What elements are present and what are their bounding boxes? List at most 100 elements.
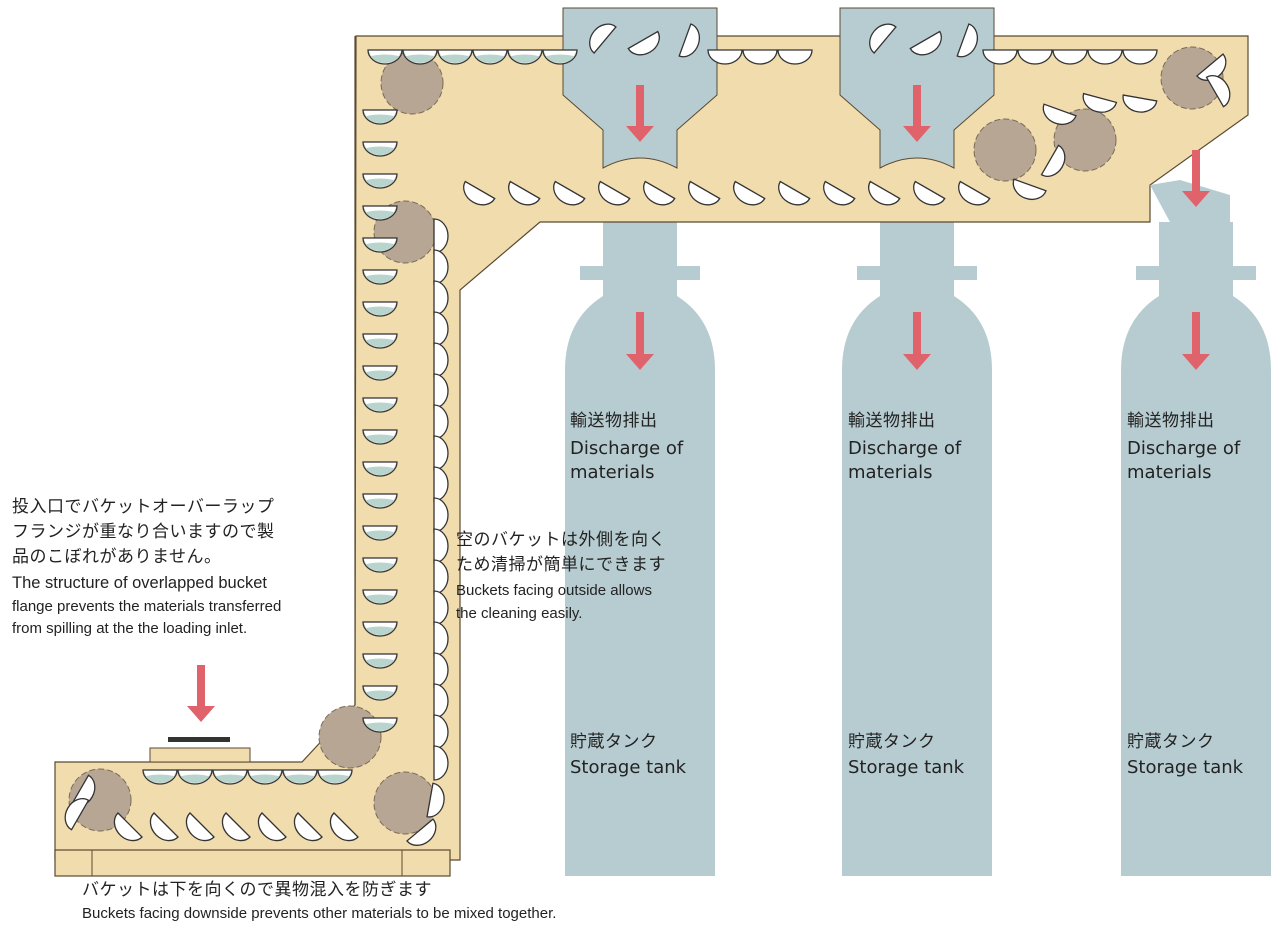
bucket-material bbox=[364, 111, 396, 123]
bucket bbox=[221, 812, 251, 842]
bucket bbox=[742, 49, 778, 65]
arrow-shaft bbox=[913, 85, 921, 128]
bucket-body bbox=[688, 180, 721, 206]
bucket-material bbox=[214, 771, 246, 783]
tank-1-discharge-en-2: materials bbox=[570, 462, 655, 483]
tank-1-discharge-en-1: Discharge of bbox=[570, 438, 684, 459]
inlet-plate bbox=[168, 737, 230, 742]
bucket-material bbox=[364, 687, 396, 699]
bucket bbox=[362, 141, 398, 157]
bucket bbox=[362, 173, 398, 189]
bucket bbox=[508, 180, 541, 206]
bucket bbox=[707, 49, 743, 65]
sprocket bbox=[1053, 108, 1117, 172]
bucket bbox=[362, 269, 398, 285]
flow-arrow bbox=[903, 85, 931, 142]
tank-1-storage-jp: 貯蔵タンク bbox=[570, 732, 658, 752]
bucket bbox=[362, 493, 398, 509]
bucket-material bbox=[284, 771, 316, 783]
bucket bbox=[362, 621, 398, 637]
bucket bbox=[367, 49, 403, 65]
bucket bbox=[402, 49, 438, 65]
inlet-note-jp-1: 投入口でバケットオーバーラップ bbox=[12, 497, 275, 517]
bucket-body bbox=[958, 180, 991, 206]
bucket-material bbox=[179, 771, 211, 783]
bucket bbox=[426, 782, 445, 818]
bucket-body bbox=[257, 812, 287, 842]
bucket-body bbox=[869, 23, 897, 54]
bucket bbox=[362, 717, 398, 733]
bucket bbox=[507, 49, 543, 65]
bucket-body bbox=[627, 30, 660, 56]
sprocket bbox=[1160, 46, 1224, 110]
arrow-shaft bbox=[197, 665, 205, 708]
bucket-material bbox=[364, 271, 396, 283]
bucket bbox=[913, 180, 946, 206]
bucket-material bbox=[544, 51, 576, 63]
arrow-shaft bbox=[1192, 150, 1200, 193]
storage-tank-1 bbox=[565, 222, 715, 876]
arrow-head bbox=[903, 354, 931, 370]
bucket-material bbox=[364, 175, 396, 187]
bucket-body bbox=[1040, 144, 1066, 177]
bucket-material bbox=[249, 771, 281, 783]
bucket bbox=[1040, 144, 1066, 177]
bucket bbox=[1087, 49, 1123, 65]
bucket-body bbox=[1042, 103, 1077, 126]
bucket-body bbox=[777, 49, 813, 65]
bucket-material bbox=[364, 367, 396, 379]
arrow-head bbox=[903, 126, 931, 142]
bucket-body bbox=[1012, 178, 1047, 201]
bucket-material bbox=[364, 143, 396, 155]
bucket-material bbox=[364, 495, 396, 507]
bucket bbox=[362, 365, 398, 381]
bucket-body bbox=[1122, 49, 1158, 65]
bucket bbox=[362, 109, 398, 125]
bucket-body bbox=[678, 23, 701, 58]
bucket-body bbox=[598, 180, 631, 206]
bucket bbox=[778, 180, 811, 206]
storage-tanks bbox=[565, 222, 1271, 876]
bucket-material bbox=[364, 207, 396, 219]
bucket-material bbox=[364, 527, 396, 539]
bucket bbox=[678, 23, 701, 58]
tank-3-discharge-jp: 輸送物排出 bbox=[1127, 411, 1215, 431]
bucket bbox=[909, 30, 942, 56]
bucket-material bbox=[319, 771, 351, 783]
bucket-body bbox=[909, 30, 942, 56]
arrow-head bbox=[626, 354, 654, 370]
tank-2-storage-jp: 貯蔵タンク bbox=[848, 732, 936, 752]
bucket bbox=[1052, 49, 1088, 65]
arrow-head bbox=[1182, 354, 1210, 370]
bucket bbox=[406, 818, 437, 846]
discharge-hopper-3 bbox=[1150, 180, 1230, 222]
empty-note-jp-1: 空のバケットは外側を向く bbox=[456, 530, 666, 550]
bucket-body bbox=[1082, 92, 1118, 113]
bucket-material bbox=[364, 623, 396, 635]
bucket bbox=[542, 49, 578, 65]
bucket-body bbox=[329, 812, 359, 842]
bucket-body bbox=[589, 23, 617, 54]
bucket-material bbox=[364, 559, 396, 571]
bucket-material bbox=[509, 51, 541, 63]
inlet-note-jp-2: フランジが重なり合いますので製 bbox=[12, 522, 275, 542]
bucket bbox=[982, 49, 1018, 65]
bucket bbox=[212, 769, 248, 785]
bucket-body bbox=[64, 798, 90, 831]
bucket-body bbox=[406, 818, 437, 846]
bucket-body bbox=[742, 49, 778, 65]
arrow-shaft bbox=[636, 312, 644, 356]
bucket bbox=[282, 769, 318, 785]
bucket-body bbox=[1196, 53, 1227, 81]
tank-1-discharge-jp: 輸送物排出 bbox=[570, 411, 658, 431]
bucket bbox=[869, 23, 897, 54]
inlet-note-jp-3: 品のこぼれがありません。 bbox=[12, 547, 222, 567]
bucket bbox=[177, 769, 213, 785]
bucket bbox=[362, 237, 398, 253]
bucket bbox=[1042, 103, 1077, 126]
bucket bbox=[362, 589, 398, 605]
bucket bbox=[64, 798, 90, 831]
bucket bbox=[329, 812, 359, 842]
bucket-body bbox=[778, 180, 811, 206]
